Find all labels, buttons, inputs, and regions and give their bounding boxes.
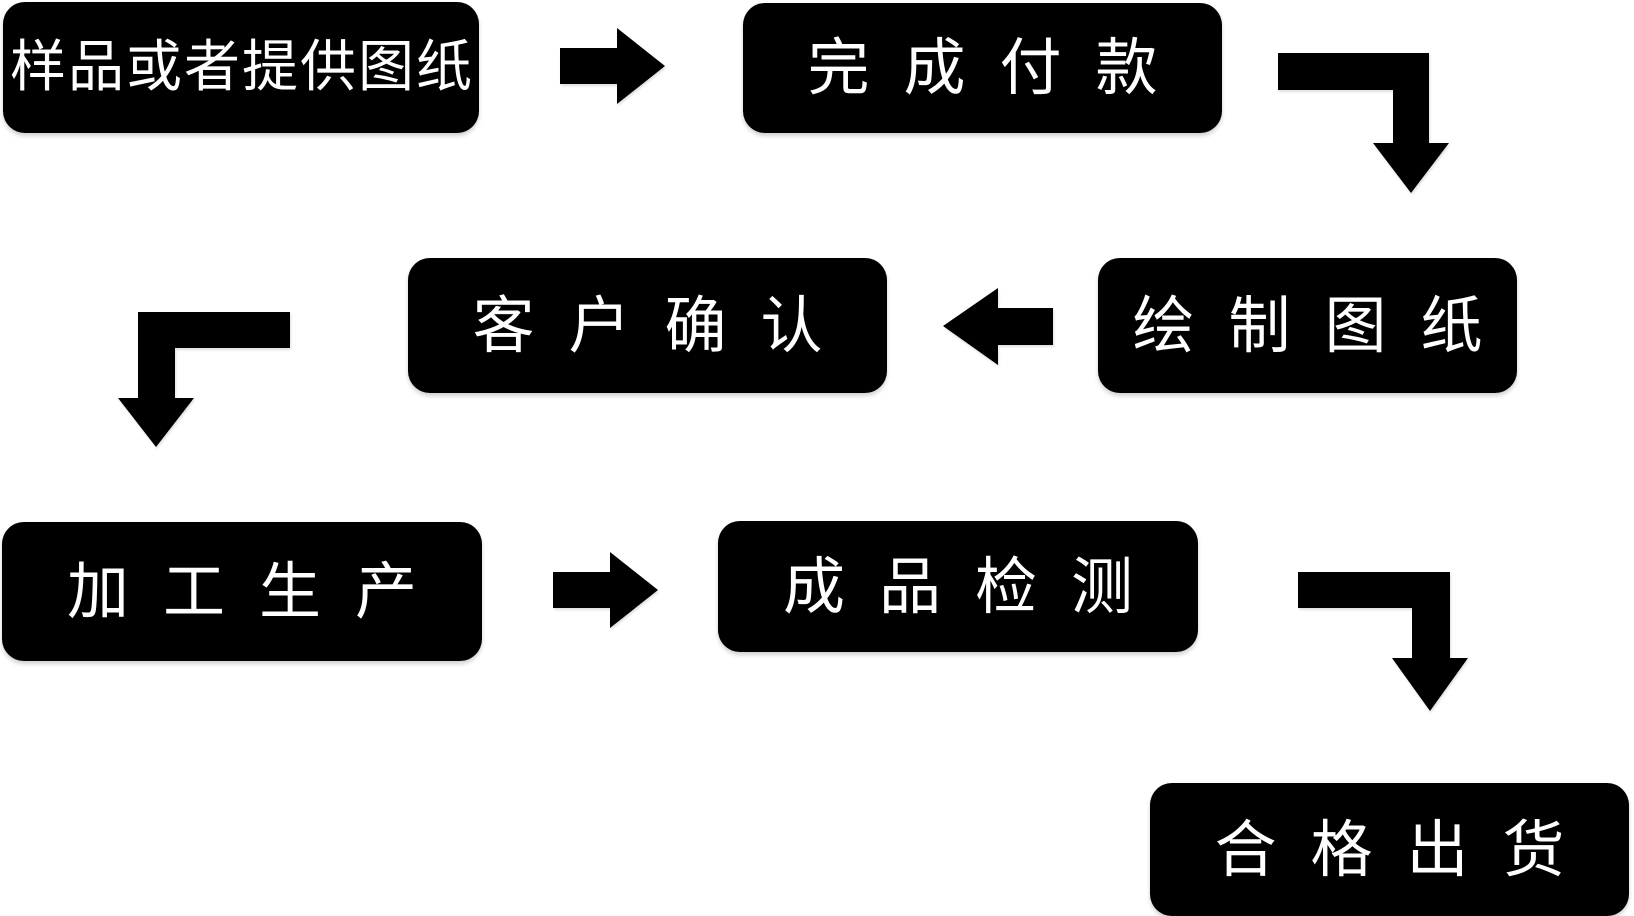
elbow-arrow-left-down-icon [118,312,290,447]
flow-node-production: 加工生产 [2,522,482,661]
flow-node-payment-label: 完成付款 [807,31,1192,104]
flow-node-shipping-label: 合格出货 [1214,812,1599,886]
flow-node-sample-label: 样品或者提供图纸 [10,34,474,100]
flow-node-production-label: 加工生产 [66,554,451,628]
arrow-right-icon [553,552,658,628]
flow-node-drawing-label: 绘制图纸 [1132,288,1517,362]
flow-node-confirm: 客户确认 [408,258,887,393]
flow-node-payment: 完成付款 [743,3,1222,133]
flow-node-inspection-label: 成品检测 [782,549,1167,623]
arrow-left-icon [943,288,1053,365]
flow-node-inspection: 成品检测 [718,521,1198,652]
elbow-arrow-right-down-icon [1298,572,1468,711]
arrow-right-icon [560,28,665,104]
flow-node-sample: 样品或者提供图纸 [3,2,479,133]
flow-node-shipping: 合格出货 [1150,783,1629,916]
flow-node-confirm-label: 客户确认 [472,288,857,362]
elbow-arrow-right-down-icon [1278,53,1449,193]
flow-node-drawing: 绘制图纸 [1098,258,1517,393]
